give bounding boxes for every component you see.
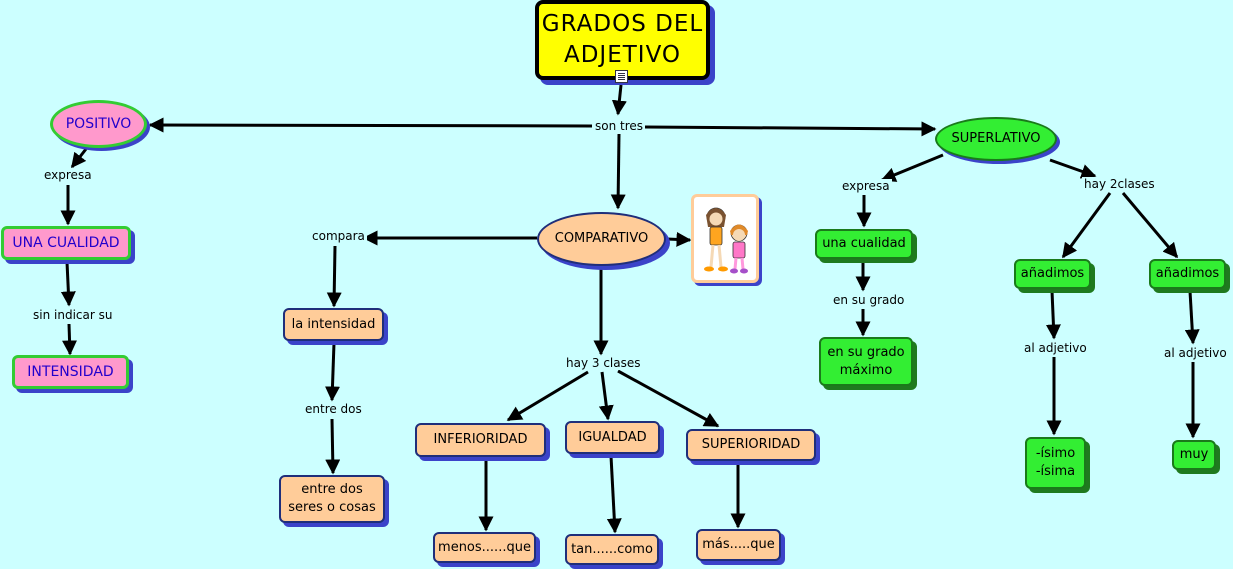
link-title-hub	[611, 84, 627, 116]
superlativo-label: SUPERLATIVO	[951, 131, 1041, 147]
anadimos-1-node[interactable]: añadimos	[1014, 259, 1091, 289]
entre-dos-seres-line-1: entre dos	[301, 482, 363, 498]
link-superlativo-expresa	[880, 153, 944, 182]
link-label-hay-2clases: hay 2clases	[1082, 177, 1157, 191]
link-label-al-adjetivo-1: al adjetivo	[1022, 341, 1089, 355]
tan-como-label: tan......como	[571, 541, 653, 557]
two-girls-illustration[interactable]	[691, 194, 759, 283]
la-intensidad-label: la intensidad	[291, 316, 376, 332]
isimo-label: -ísimo	[1035, 446, 1076, 462]
menos-que-node[interactable]: menos......que	[433, 532, 536, 563]
link-hay3-superioridad	[617, 369, 720, 428]
mas-que-node[interactable]: más.....que	[696, 529, 781, 561]
isima-label: -ísima	[1035, 464, 1076, 479]
link-hub-superlativo	[644, 121, 937, 137]
link-label-entre-dos: entre dos	[303, 402, 364, 416]
link-hay2-anadimos2	[1121, 192, 1179, 259]
superioridad-node[interactable]: SUPERIORIDAD	[686, 429, 816, 461]
una-cualidad-node[interactable]: UNA CUALIDAD	[1, 226, 131, 260]
mas-que-label: más.....que	[702, 537, 775, 553]
tan-como-node[interactable]: tan......como	[565, 534, 659, 565]
positivo-label: POSITIVO	[65, 115, 132, 132]
title-line-1: GRADOS DEL	[541, 10, 704, 37]
link-hay3-igualdad	[598, 371, 614, 421]
una-cualidad-label: UNA CUALIDAD	[12, 234, 120, 251]
igualdad-label: IGUALDAD	[578, 429, 647, 445]
anadimos-1-label: añadimos	[1020, 266, 1085, 282]
inferioridad-label: INFERIORIDAD	[433, 432, 528, 448]
una-cualidad-sup-node[interactable]: una cualidad	[815, 229, 913, 259]
link-comparativo-picture	[666, 231, 692, 247]
link-label-expresa-superlativo: expresa	[840, 179, 892, 193]
isimo-isima-node[interactable]: -ísimo -ísima	[1025, 437, 1086, 489]
menos-que-label: menos......que	[438, 539, 531, 555]
link-superlativo-hay2	[1049, 158, 1097, 179]
intensidad-label: INTENSIDAD	[27, 363, 114, 380]
intensidad-node[interactable]: INTENSIDAD	[12, 355, 129, 389]
muy-label: muy	[1179, 447, 1209, 463]
comparativo-label: COMPARATIVO	[554, 231, 649, 247]
muy-node[interactable]: muy	[1172, 440, 1216, 470]
link-anadimos1-aladjetivo	[1045, 290, 1061, 340]
superioridad-label: SUPERIORIDAD	[701, 437, 801, 453]
title-line-2: ADJETIVO	[563, 42, 682, 68]
link-label-expresa-positivo: expresa	[42, 168, 94, 182]
entre-dos-seres-node[interactable]: entre dos seres o cosas	[279, 475, 385, 523]
grado-maximo-line-1: en su grado	[827, 344, 905, 360]
document-icon[interactable]	[615, 70, 628, 83]
inferioridad-node[interactable]: INFERIORIDAD	[415, 423, 546, 457]
link-compara-laintensidad	[326, 245, 342, 308]
link-label-compara: compara	[310, 229, 367, 243]
link-igualdad-tan	[606, 455, 622, 534]
link-label-hay-3-clases: hay 3 clases	[564, 356, 643, 370]
link-positivo-expresa	[70, 148, 88, 169]
entre-dos-seres-line-2: seres o cosas	[288, 500, 376, 515]
link-entredos-seres	[325, 418, 341, 475]
link-cualidad-sinindicar	[60, 261, 76, 307]
link-anadimos2-aladjetivo	[1184, 290, 1200, 345]
positivo-node[interactable]: POSITIVO	[50, 100, 147, 148]
link-label-al-adjetivo-2: al adjetivo	[1162, 346, 1229, 360]
link-label-sin-indicar: sin indicar su	[31, 308, 115, 322]
superlativo-node[interactable]: SUPERLATIVO	[935, 117, 1057, 161]
anadimos-2-label: añadimos	[1155, 266, 1220, 282]
grado-maximo-line-2: máximo	[839, 362, 893, 378]
title-node[interactable]: GRADOS DEL ADJETIVO	[535, 0, 710, 80]
una-cualidad-sup-label: una cualidad	[822, 236, 906, 252]
two-girls-drawing	[704, 207, 748, 274]
link-hub-positivo	[148, 117, 593, 133]
la-intensidad-node[interactable]: la intensidad	[283, 308, 384, 341]
comparativo-node[interactable]: COMPARATIVO	[537, 212, 666, 266]
link-hub-comparativo	[610, 133, 626, 210]
link-hay3-inferioridad	[506, 370, 589, 422]
grado-maximo-node[interactable]: en su grado máximo	[819, 337, 913, 386]
anadimos-2-node[interactable]: añadimos	[1149, 259, 1226, 289]
link-label-en-su-grado: en su grado	[831, 293, 907, 307]
link-hay2-anadimos1	[1061, 192, 1112, 259]
link-label-son-tres: son tres	[593, 119, 646, 133]
igualdad-node[interactable]: IGUALDAD	[565, 421, 660, 454]
link-sinindicar-intensidad	[62, 323, 78, 356]
link-laintensidad-entredos	[324, 342, 340, 402]
